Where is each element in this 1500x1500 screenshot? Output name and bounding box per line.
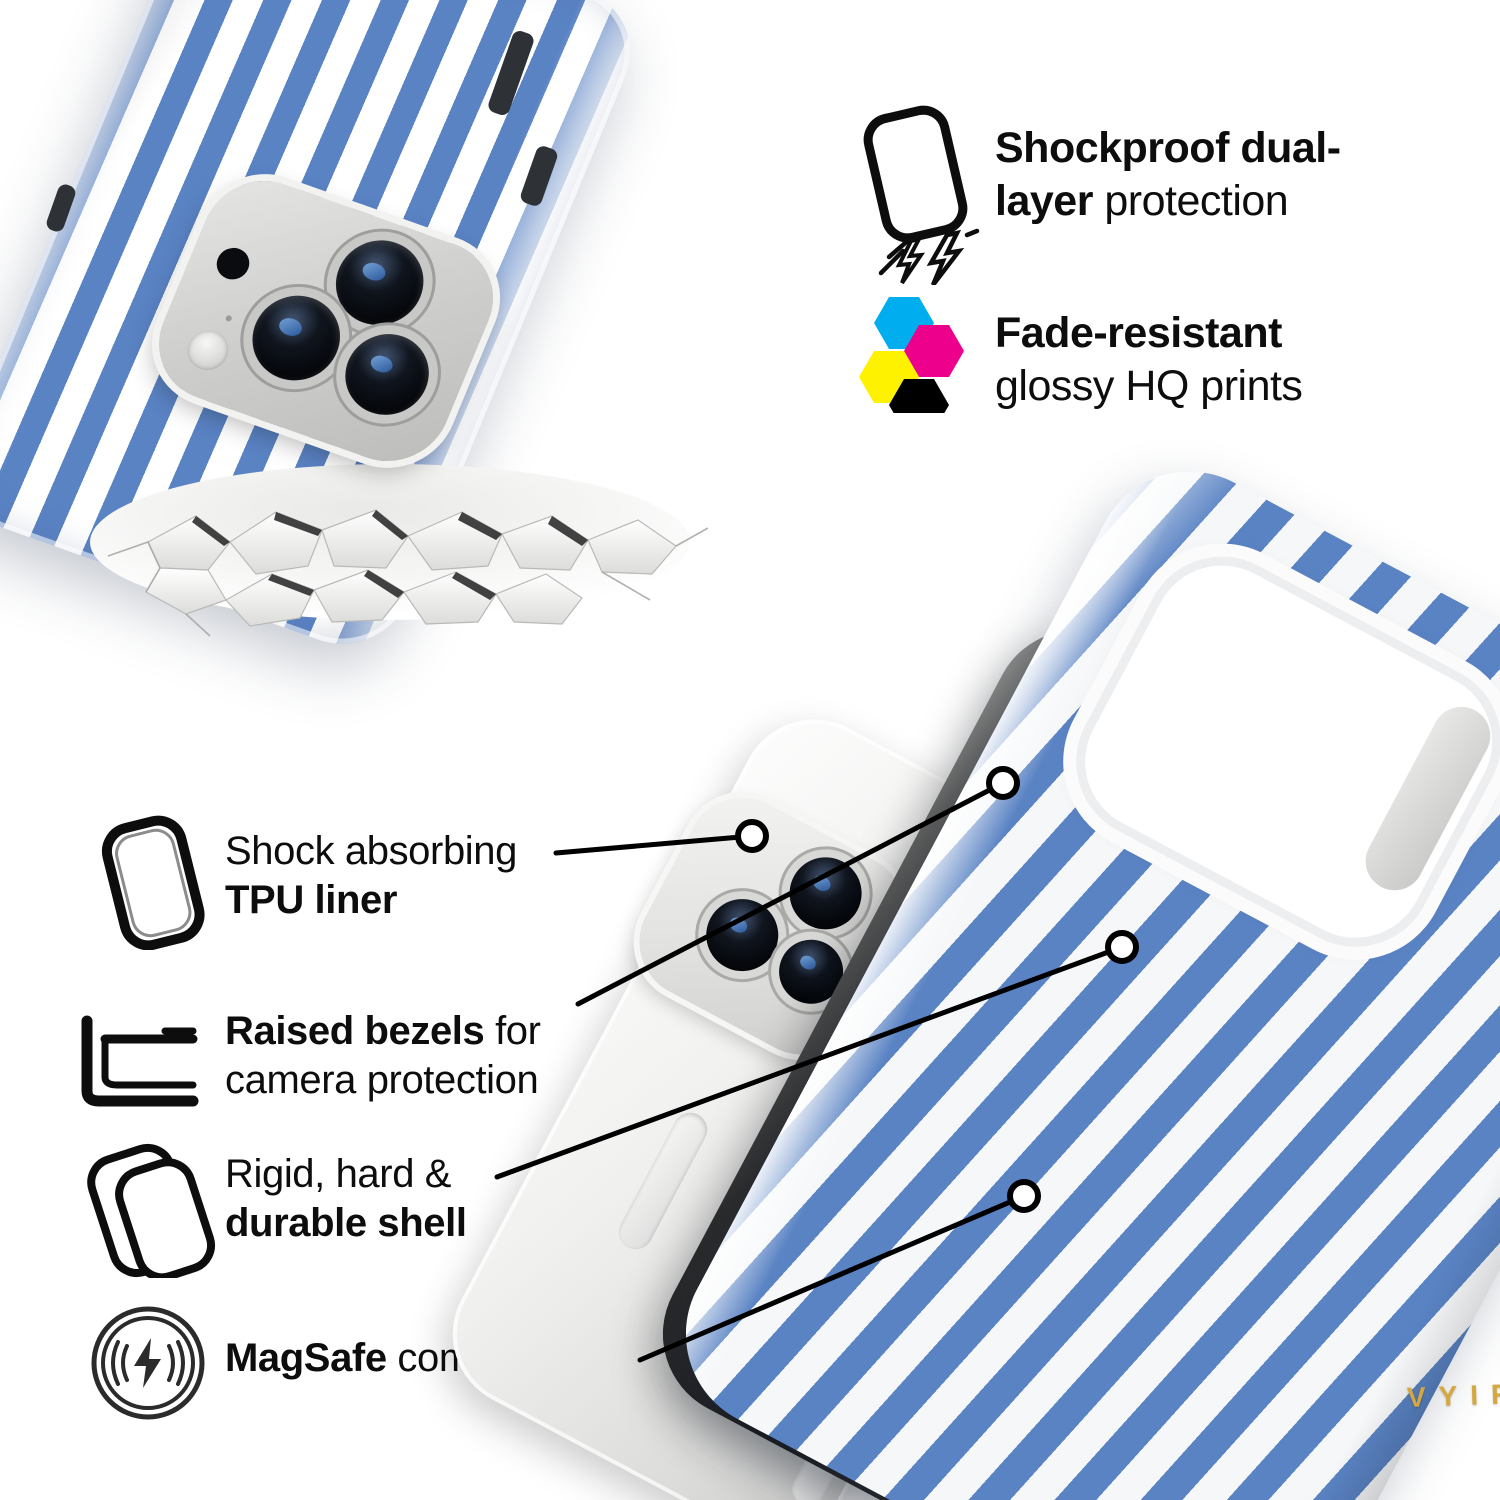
magsafe-wireless-icon <box>91 1306 205 1420</box>
lidar-sensor-icon <box>211 243 255 284</box>
callout-dot-tpu-liner[interactable] <box>735 819 769 853</box>
feature-tpu-line1: Shock absorbing <box>225 829 517 873</box>
feature-raised-bezels-text: Raised bezels for camera protection <box>225 1007 665 1105</box>
camera-lens-mid <box>239 283 354 393</box>
exploded-assembly-scene: VYIR <box>426 437 1500 1500</box>
camera-lens-bottom <box>332 322 442 427</box>
microphone-icon <box>224 314 233 323</box>
phone-lens-top <box>776 844 875 943</box>
feature-shockproof-text: Shockproof dual-layer protection <box>995 122 1415 229</box>
feature-durable-shell-text: Rigid, hard & durable shell <box>225 1150 645 1248</box>
feature-bezel-normal: for <box>484 1009 541 1053</box>
feature-fade-resistant-text: Fade-resistant glossy HQ prints <box>995 307 1415 414</box>
feature-shockproof-normal: protection <box>1092 177 1289 226</box>
callout-dot-magsafe[interactable] <box>1007 1179 1041 1213</box>
feature-magsafe-bold: MagSafe <box>225 1336 387 1380</box>
callout-dot-durable-shell[interactable] <box>1105 930 1139 964</box>
callout-dot-raised-bezels[interactable] <box>986 766 1020 800</box>
raised-bezel-lip <box>1355 696 1500 901</box>
feature-bezel-line2: camera protection <box>225 1057 539 1102</box>
shockproof-impact-icon <box>863 105 980 285</box>
feature-fade-bold: Fade-resistant <box>995 309 1282 357</box>
flash-icon <box>181 325 235 376</box>
dual-shell-icon <box>87 1143 216 1278</box>
feature-shell-line2: durable shell <box>225 1200 467 1245</box>
feature-bezel-bold: Raised bezels <box>225 1009 485 1053</box>
camera-lens-top <box>322 228 437 337</box>
brand-logo: VYIR <box>1406 1377 1500 1414</box>
shattered-floor-icon <box>90 464 709 637</box>
phone-lens-mid <box>693 886 791 984</box>
impact-scene <box>0 0 760 750</box>
tpu-liner-icon <box>101 815 205 950</box>
feature-shell-line1: Rigid, hard & <box>225 1152 452 1196</box>
feature-fade-normal: glossy HQ prints <box>995 362 1303 411</box>
feature-shockproof-bold: Shockproof dual-layer <box>995 124 1341 226</box>
feature-tpu-line2: TPU liner <box>225 877 397 922</box>
cmyk-hexagons-icon <box>859 297 964 413</box>
feature-tpu-liner-text: Shock absorbing TPU liner <box>225 827 645 925</box>
raised-bezel-profile-icon <box>81 1015 199 1107</box>
